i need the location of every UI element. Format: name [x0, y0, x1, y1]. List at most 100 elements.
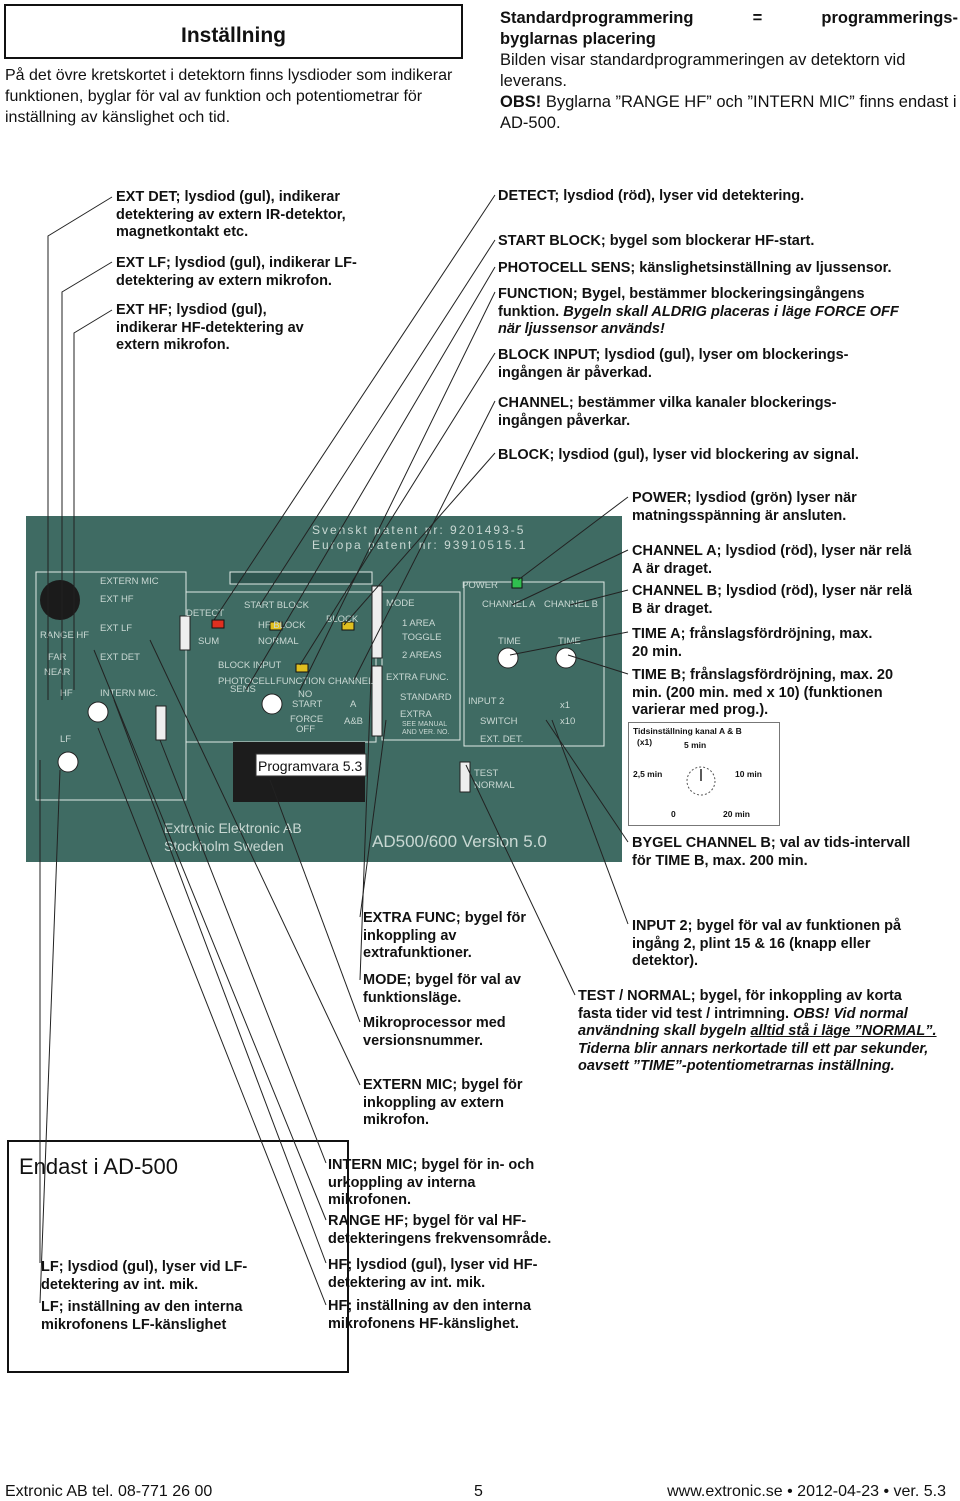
callout-time-b: TIME B; frånslagsfördröjning, max. 20 mi… [632, 667, 894, 718]
callout-extern-mic: EXTERN MIC; bygel för inkoppling av exte… [363, 1077, 523, 1128]
board-ext-det-2: EXT. DET. [480, 734, 524, 745]
footer-company: Extronic AB tel. 08-771 26 00 [5, 1483, 213, 1500]
callout-bygel-channel-b: BYGEL CHANNEL B; val av tids-intervall f… [632, 835, 911, 869]
footer-page-number: 5 [474, 1483, 483, 1500]
callout-mode: MODE; bygel för val av funktionsläge. [363, 972, 521, 1006]
board-time-b: TIME [558, 636, 581, 647]
callout-lf-led: LF; lysdiod (gul), lyser vid LF-detekter… [41, 1259, 248, 1293]
board-no: NO [298, 689, 313, 700]
std-title-left: Standardprogrammering [500, 9, 694, 27]
board-and-ver: AND VER. NO. [402, 729, 450, 736]
callout-hf-led: HF; lysdiod (gul), lyser vid HF-detekter… [328, 1257, 538, 1291]
std-title-right: programmerings- [821, 9, 958, 27]
board-range-hf: RANGE HF [40, 630, 90, 641]
footer-website: www.extronic.se • 2012-04-23 • ver. 5.3 [667, 1483, 946, 1500]
board-block-input: BLOCK INPUT [218, 660, 282, 671]
board-time-a: TIME [498, 636, 521, 647]
test-normal-warning: Tiderna blir annars nerkortade till ett … [578, 1040, 929, 1075]
board-channel: CHANNEL [328, 676, 374, 687]
function-warning: Bygeln skall ALDRIG placeras i läge FORC… [498, 303, 899, 338]
callout-test-normal: TEST / NORMAL; bygel, för inkoppling av … [578, 988, 938, 1076]
board-detect: DETECT [186, 608, 224, 619]
board-block: BLOCK [326, 614, 359, 625]
board-hf-block: HF BLOCK [258, 620, 306, 631]
page-title: Inställning [181, 24, 286, 47]
board-extra: EXTRA [400, 709, 432, 720]
callout-hf-set: HF; inställning av den interna mikrofone… [328, 1298, 532, 1332]
callout-intern-mic: INTERN MIC; bygel för in- och urkoppling… [328, 1157, 535, 1208]
board-x1: x1 [560, 700, 571, 711]
board-input-2: INPUT 2 [468, 696, 505, 707]
board-sum: SUM [198, 636, 220, 647]
callout-block: BLOCK; lysdiod (gul), lyser vid blockeri… [498, 447, 859, 463]
test-normal-obs: OBS! Vid normal användning skall bygeln [578, 1005, 908, 1040]
board-channel-a: CHANNEL A [482, 599, 536, 610]
endast-ad500-box: Endast i AD-500 LF; lysdiod (gul), lyser… [7, 1140, 349, 1373]
timer-note-0: 0 [671, 809, 676, 819]
board-start: START [292, 699, 323, 710]
board-software-version: Programvara 5.3 [258, 758, 363, 774]
timer-note: Tidsinställning kanal A & B (x1) 5 min 2… [628, 722, 780, 826]
board-a: A [350, 699, 357, 710]
board-switch: SWITCH [480, 716, 518, 727]
obs-text: Byglarna ”RANGE HF” och ”INTERN MIC” fin… [500, 93, 957, 132]
board-extra-func: EXTRA FUNC. [386, 672, 449, 683]
timer-note-20min: 20 min [723, 809, 750, 819]
title-box: Inställning [4, 4, 463, 59]
board-normal: NORMAL [258, 636, 299, 647]
callout-detect: DETECT; lysdiod (röd), lyser vid detekte… [498, 188, 805, 204]
board-off: OFF [296, 724, 315, 735]
standard-programming: Standardprogrammering = programmerings- … [500, 8, 958, 134]
board-patent-eu: Europa patent nr: 93910515.1 [312, 538, 528, 552]
callout-time-a: TIME A; frånslagsfördröjning, max. 20 mi… [632, 626, 873, 660]
board-ab: A&B [344, 716, 364, 727]
std-title-line2: byglarnas placering [500, 30, 656, 48]
callout-input-2: INPUT 2; bygel för val av funktionen på … [632, 918, 902, 969]
timer-note-25min: 2,5 min [633, 769, 663, 779]
function-text: FUNCTION; Bygel, bestämmer blockeringsin… [498, 286, 865, 320]
intro-text: På det övre kretskortet i detektorn finn… [5, 67, 453, 126]
board-toggle: TOGGLE [402, 632, 442, 643]
timer-note-10min: 10 min [735, 769, 762, 779]
std-title-row: Standardprogrammering = programmerings- [500, 8, 958, 29]
callout-channel: CHANNEL; bestämmer vilka kanaler blocker… [498, 395, 837, 429]
board-near: NEAR [44, 667, 71, 678]
board-patent-se: Svenskt patent nr: 9201493-5 [312, 523, 526, 537]
callout-ext-hf: EXT HF; lysdiod (gul), indikerar HF-dete… [116, 302, 304, 353]
std-body: Bilden visar standardprogrammeringen av … [500, 51, 906, 90]
board-sens: SENS [230, 684, 256, 695]
board-version: AD500/600 Version 5.0 [372, 832, 547, 851]
board-photocell: PHOTOCELL [218, 676, 276, 687]
timer-note-x1: (x1) [637, 737, 653, 747]
circuit-board: Svenskt patent nr: 9201493-5 Europa pate… [26, 516, 622, 862]
std-title-eq: = [752, 9, 763, 27]
callout-photocell: PHOTOCELL SENS; känslighetsinställning a… [498, 260, 892, 276]
board-start-block: START BLOCK [244, 600, 309, 611]
board-hf: HF [60, 688, 73, 699]
board-intern-mic: INTERN MIC. [100, 688, 159, 699]
board-extern-mic: EXTERN MIC [100, 576, 159, 587]
board-x10: x10 [560, 716, 576, 727]
callout-ext-det: EXT DET; lysdiod (gul), indikerar detekt… [116, 189, 346, 240]
board-function: FUNCTION [276, 676, 326, 687]
board-force: FORCE [290, 714, 324, 725]
test-normal-text: TEST / NORMAL; bygel, för inkoppling av … [578, 988, 902, 1022]
callout-start-block: START BLOCK; bygel som blockerar HF-star… [498, 233, 815, 249]
obs-label: OBS! [500, 93, 542, 111]
test-normal-underline: alltid stå i läge ”NORMAL”. [750, 1023, 937, 1039]
callout-power: POWER; lysdiod (grön) lyser när matnings… [632, 490, 857, 524]
board-standard: STANDARD [400, 692, 452, 703]
board-ext-det: EXT DET [100, 652, 140, 663]
board-see-manual: SEE MANUAL [402, 721, 448, 728]
callout-range-hf: RANGE HF; bygel för val HF-detekteringen… [328, 1213, 552, 1247]
board-normal-2: NORMAL [474, 780, 515, 791]
board-ext-lf: EXT LF [100, 623, 133, 634]
board-power: POWER [462, 580, 498, 591]
board-test: TEST [474, 768, 499, 779]
callout-channel-a: CHANNEL A; lysdiod (röd), lyser när relä… [632, 543, 912, 577]
board-company-city: Stockholm Sweden [164, 838, 284, 854]
callout-channel-b: CHANNEL B; lysdiod (röd), lyser när relä… [632, 583, 913, 617]
board-1-area: 1 AREA [402, 618, 436, 629]
callout-ext-lf: EXT LF; lysdiod (gul), indikerar LF-dete… [116, 255, 357, 289]
callout-block-input: BLOCK INPUT; lysdiod (gul), lyser om blo… [498, 347, 849, 381]
